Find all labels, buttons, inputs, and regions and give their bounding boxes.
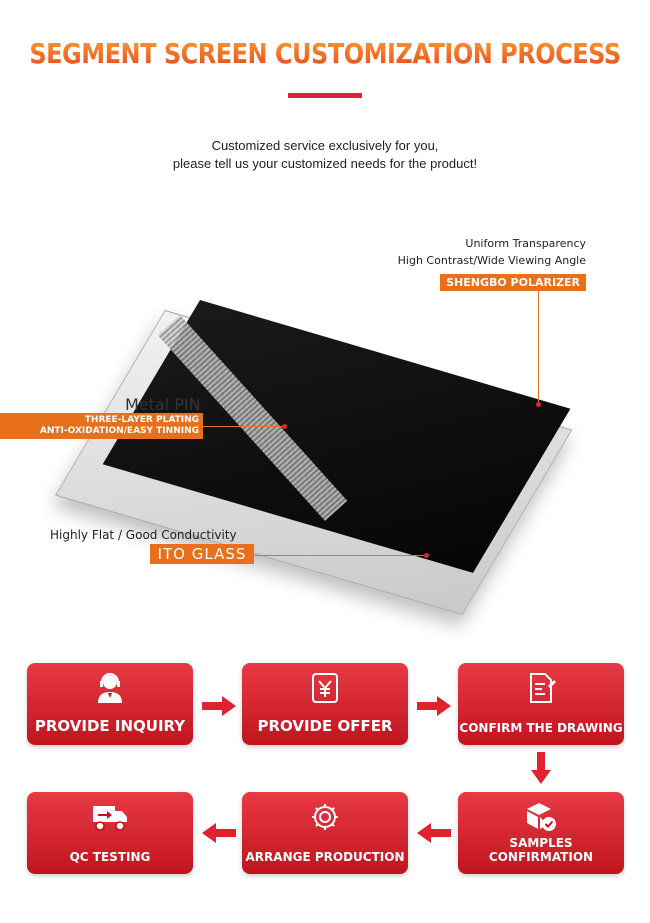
metal-pin-leader-line xyxy=(203,426,283,427)
step-label: PROVIDE INQUIRY xyxy=(34,717,186,735)
ito-glass-feature: Highly Flat / Good Conductivity xyxy=(50,528,237,542)
step-label: PROVIDE OFFER xyxy=(257,717,393,735)
arrow-left-icon xyxy=(202,823,236,848)
page-title: SEGMENT SCREEN CUSTOMIZATION PROCESS xyxy=(0,38,650,70)
step-confirm-drawing: CONFIRM THE DRAWING xyxy=(458,663,624,745)
step-samples-confirmation: SAMPLES CONFIRMATION xyxy=(458,792,624,874)
arrow-left-icon xyxy=(417,823,451,848)
subtitle-line-2: please tell us your customized needs for… xyxy=(172,156,478,171)
gear-icon xyxy=(242,800,408,834)
ito-glass-marker-dot xyxy=(424,553,429,558)
subtitle-line-1: Customized service exclusively for you, xyxy=(211,138,439,153)
ito-glass-tag: ITO GLASS xyxy=(150,544,254,564)
polarizer-marker-dot xyxy=(536,402,541,407)
polarizer-leader-line xyxy=(538,290,539,404)
step-provide-inquiry: PROVIDE INQUIRY xyxy=(27,663,193,745)
step-provide-offer: PROVIDE OFFER xyxy=(242,663,408,745)
arrow-right-icon xyxy=(202,696,236,721)
box-check-icon xyxy=(458,800,624,834)
metal-pin-tag: THREE-LAYER PLATING ANTI-OXIDATION/EASY … xyxy=(0,413,203,439)
polarizer-tag: SHENGBO POLARIZER xyxy=(440,274,586,291)
arrow-right-icon xyxy=(417,696,451,721)
step-label: CONFIRM THE DRAWING xyxy=(459,721,623,735)
polarizer-feature-2: High Contrast/Wide Viewing Angle xyxy=(397,254,586,267)
yen-price-icon xyxy=(242,671,408,705)
metal-pin-title: Metal PIN xyxy=(125,395,201,414)
step-qc-testing: QC TESTING xyxy=(27,792,193,874)
step-label: QC TESTING xyxy=(69,850,151,864)
customer-service-icon xyxy=(27,671,193,705)
polarizer-feature-1: Uniform Transparency xyxy=(465,237,586,250)
step-arrange-production: ARRANGE PRODUCTION xyxy=(242,792,408,874)
ito-glass-leader-line xyxy=(254,555,426,556)
metal-pin-tag-line-2: ANTI-OXIDATION/EASY TINNING xyxy=(39,426,199,436)
delivery-truck-icon xyxy=(27,800,193,834)
metal-pin-tag-line-1: THREE-LAYER PLATING xyxy=(84,415,199,425)
drawing-document-icon xyxy=(458,671,624,705)
metal-pin-marker-dot xyxy=(282,424,287,429)
title-underline xyxy=(288,93,362,98)
arrow-down-icon xyxy=(531,752,551,789)
step-label: SAMPLES CONFIRMATION xyxy=(488,836,594,864)
step-label: ARRANGE PRODUCTION xyxy=(245,850,405,864)
